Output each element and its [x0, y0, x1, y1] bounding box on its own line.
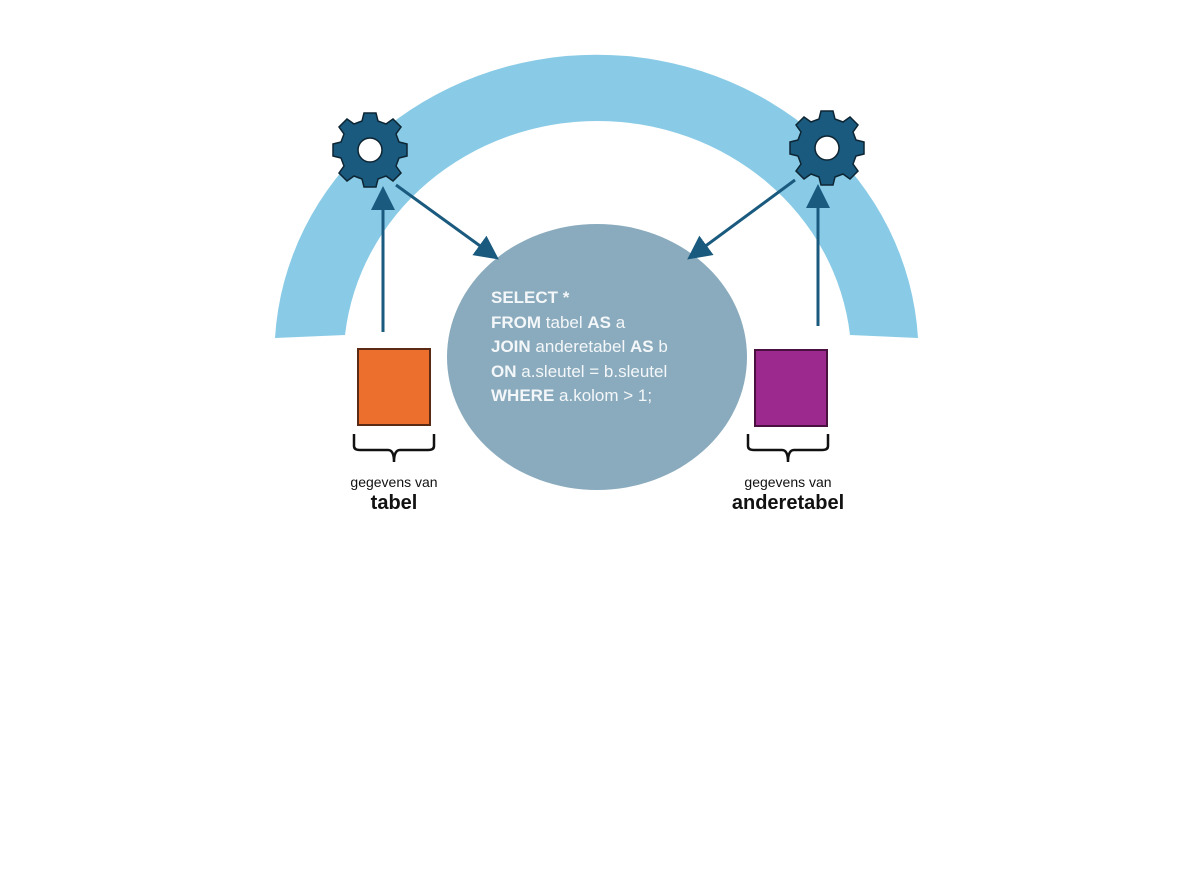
- sql-query: SELECT * FROM tabel AS a JOIN anderetabe…: [491, 286, 668, 409]
- sql-line: JOIN anderetabel AS b: [491, 337, 668, 356]
- gear-icon: [332, 112, 408, 188]
- sql-line: WHERE a.kolom > 1;: [491, 386, 653, 405]
- brace-right: [746, 434, 830, 463]
- anderetabel-label: gegevens van anderetabel: [688, 474, 888, 515]
- caption: gegevens van: [744, 474, 832, 490]
- caption: gegevens van: [350, 474, 438, 490]
- tabel-label: gegevens van tabel: [294, 474, 494, 515]
- table-name: anderetabel: [731, 492, 845, 514]
- tabel-square: [357, 348, 431, 426]
- sql-line: SELECT *: [491, 288, 570, 307]
- gear-icon: [789, 110, 865, 186]
- sql-circle: [447, 224, 747, 490]
- table-name: tabel: [370, 492, 418, 514]
- arrow-gear-to-sql-right: [687, 178, 796, 260]
- sql-line: ON a.sleutel = b.sleutel: [491, 361, 668, 381]
- brace-left: [352, 434, 436, 463]
- arrow-gear-to-sql: [395, 183, 499, 260]
- pipeline-arc: [275, 54, 918, 338]
- sql-line: FROM tabel AS a: [491, 312, 626, 332]
- anderetabel-square: [754, 349, 828, 427]
